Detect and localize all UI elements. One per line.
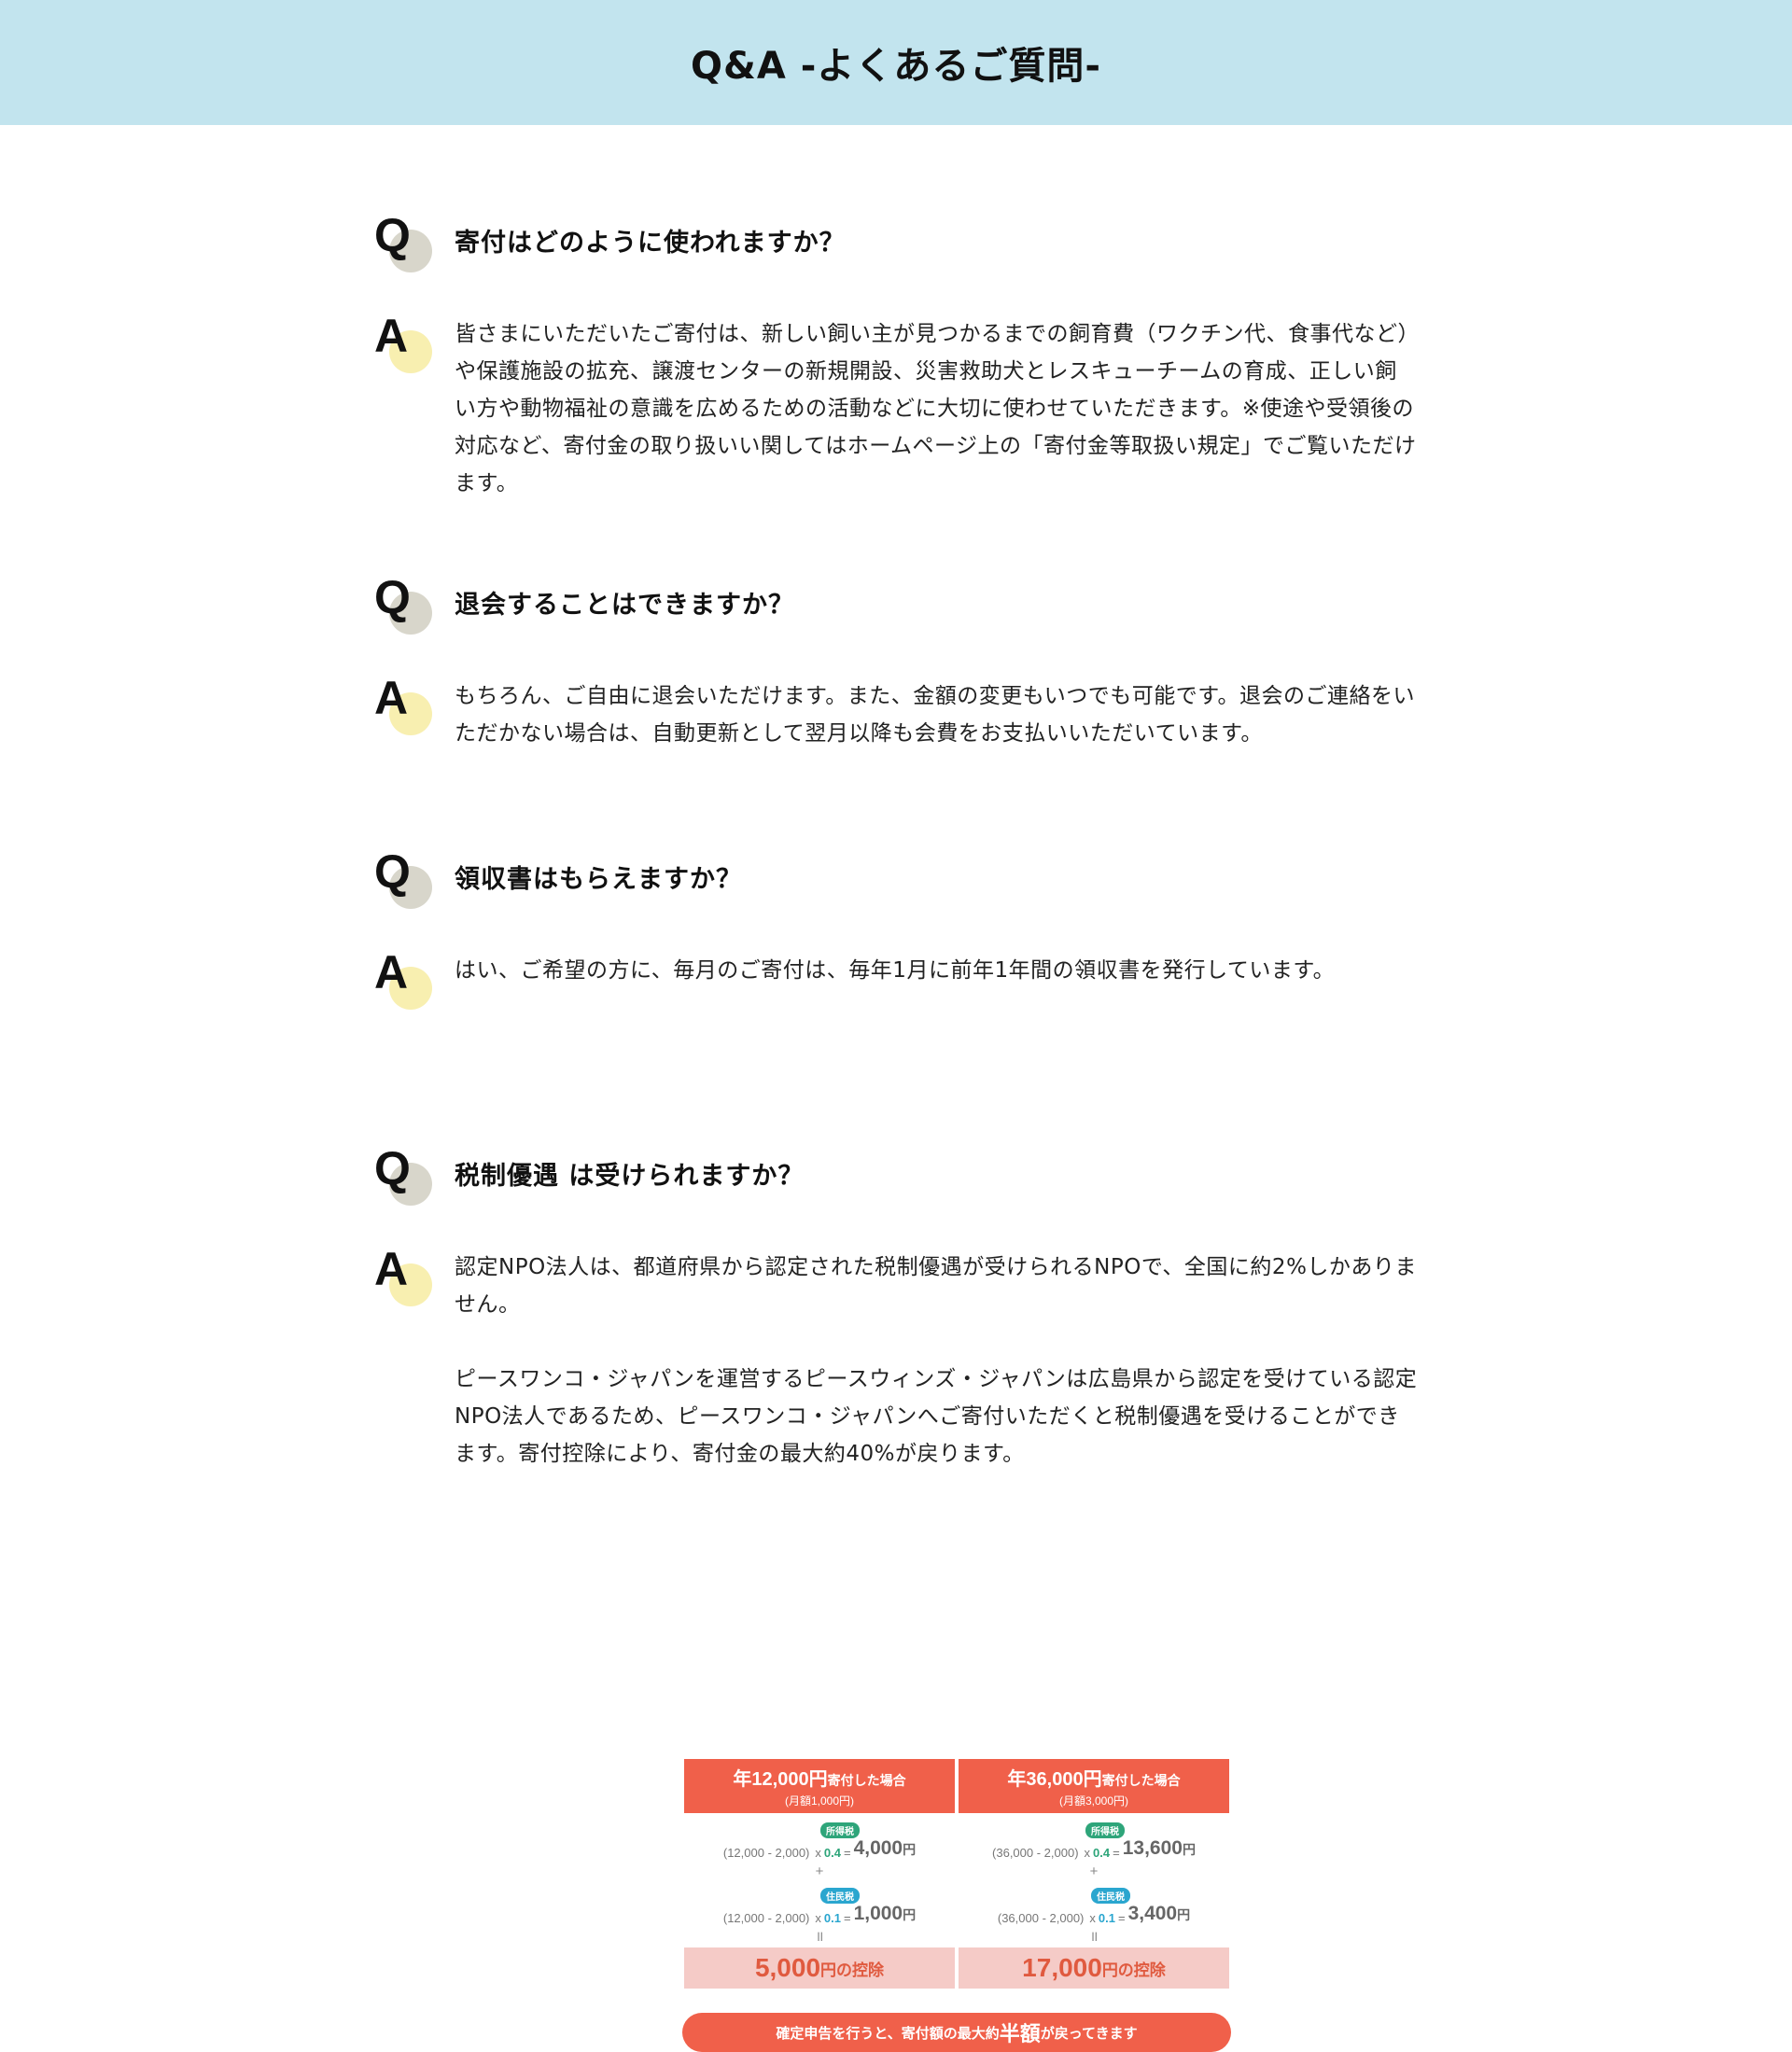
question-row: Q 領収書はもらえますか？ xyxy=(374,845,1418,909)
answer-row: A 認定NPO法人は、都道府県から認定された税制優遇が受けられるNPOで、全国に… xyxy=(374,1243,1418,1473)
a-badge-icon: A xyxy=(374,672,434,735)
q-badge-icon: Q xyxy=(374,571,434,635)
page-title: Q&A -よくあるご質問- xyxy=(691,45,1101,88)
answer-row: A 皆さまにいただいたご寄付は、新しい飼い主が見つかるまでの飼育費（ワクチン代、… xyxy=(374,310,1418,502)
tax-column: 年12,000円寄付した場合 (月額1,000円) 所得税 (12,000 - … xyxy=(684,1759,955,1989)
q-badge-icon: Q xyxy=(374,209,434,272)
q-badge-icon: Q xyxy=(374,845,434,909)
question-text: 退会することはできますか？ xyxy=(455,591,794,620)
tax-column-header: 年12,000円寄付した場合 (月額1,000円) xyxy=(684,1759,955,1813)
answer-text: 皆さまにいただいたご寄付は、新しい飼い主が見つかるまでの飼育費（ワクチン代、食事… xyxy=(455,322,1417,496)
answer-text: 認定NPO法人は、都道府県から認定された税制優遇が受けられるNPOで、全国に約2… xyxy=(455,1255,1418,1466)
question-text: 寄付はどのように使われますか？ xyxy=(455,229,846,258)
answer-text: はい、ご希望の方に、毎月のご寄付は、毎年1月に前年1年間の領収書を発行しています… xyxy=(455,958,1336,983)
answer-row: A もちろん、ご自由に退会いただけます。また、金額の変更もいつでも可能です。退会… xyxy=(374,672,1418,752)
q-badge-icon: Q xyxy=(374,1142,434,1206)
page-header: Q&A -よくあるご質問- xyxy=(0,0,1792,125)
question-row: Q 税制優遇 は受けられますか？ xyxy=(374,1142,1418,1206)
tax-return-banner: 確定申告を行うと、寄付額の最大約半額が戻ってきます xyxy=(682,2013,1231,2052)
answer-text: もちろん、ご自由に退会いただけます。また、金額の変更もいつでも可能です。退会のご… xyxy=(455,684,1415,746)
tax-deduction-table: 年12,000円寄付した場合 (月額1,000円) 所得税 (12,000 - … xyxy=(682,1759,1231,2052)
tax-column-header: 年36,000円寄付した場合 (月額3,000円) xyxy=(959,1759,1229,1813)
question-text: 領収書はもらえますか？ xyxy=(455,865,742,894)
question-row: Q 退会することはできますか？ xyxy=(374,571,1418,635)
question-text: 税制優遇 は受けられますか？ xyxy=(455,1162,805,1191)
a-badge-icon: A xyxy=(374,1243,434,1306)
a-badge-icon: A xyxy=(374,946,434,1010)
a-badge-icon: A xyxy=(374,310,434,373)
tax-column: 年36,000円寄付した場合 (月額3,000円) 所得税 (36,000 - … xyxy=(959,1759,1229,1989)
question-row: Q 寄付はどのように使われますか？ xyxy=(374,209,1418,272)
qa-list: Q 寄付はどのように使われますか？ A 皆さまにいただいたご寄付は、新しい飼い主… xyxy=(374,209,1418,2052)
answer-row: A はい、ご希望の方に、毎月のご寄付は、毎年1月に前年1年間の領収書を発行してい… xyxy=(374,946,1418,1010)
